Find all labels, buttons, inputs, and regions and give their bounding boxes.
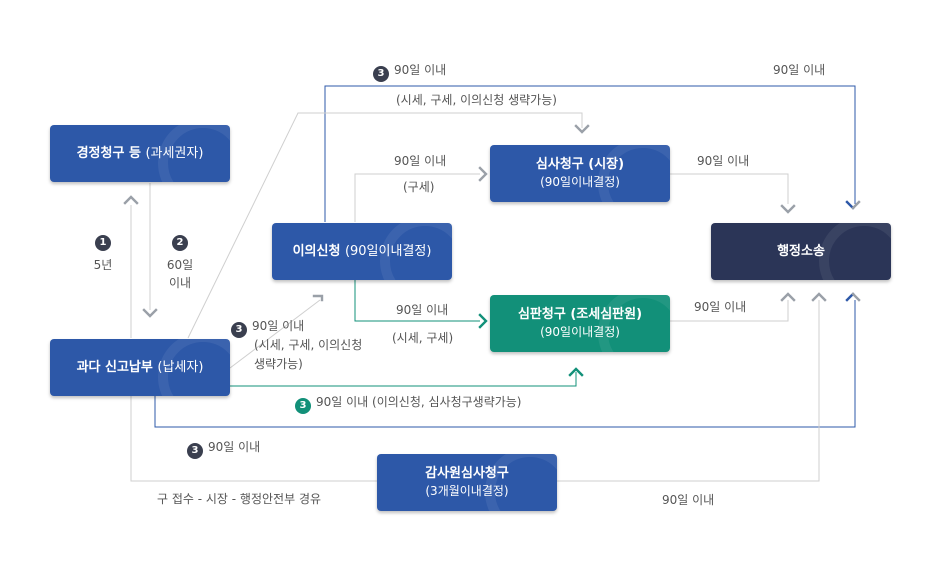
mid-badge: 3 — [231, 322, 247, 338]
step-2-text-2: 이내 — [168, 276, 192, 290]
arrow-head-lit-gray-3 — [780, 292, 796, 302]
objection-main: 이의신청 — [292, 243, 341, 259]
mid-days-text: 90일 이내 — [252, 319, 305, 333]
arrow-head-correction-up — [123, 195, 139, 205]
green-path-label: 3 90일 이내 (이의신청, 심사청구생략가능) — [295, 394, 522, 414]
arrow-head-lit-blue-2 — [845, 292, 855, 302]
underpaid-sub: (납세자) — [157, 359, 204, 375]
arrow-head-adjudication-up — [568, 367, 584, 377]
arrow-head-lit-gray-2 — [851, 200, 861, 210]
underpaid-box: 과다 신고납부 (납세자) — [50, 339, 230, 396]
top-days-label: 3 90일 이내 — [373, 62, 446, 82]
top-days-text: 90일 이내 — [394, 63, 447, 77]
line-objection-to-litigation-top — [324, 85, 856, 222]
step-1-badge: 1 — [95, 235, 111, 251]
arrow-head-lit-gray-4 — [811, 292, 827, 302]
objection-to-adjudication-days: 90일 이내 — [396, 303, 449, 317]
adjudication-to-litigation-days: 90일 이내 — [694, 300, 747, 314]
objection-to-review-days: 90일 이내 — [394, 154, 447, 168]
line-underpaid-to-audit — [130, 395, 378, 482]
line-underpaid-to-review-diagonal — [187, 112, 583, 339]
bottom-left-note: 구 접수 - 시장 - 행정안전부 경유 — [157, 492, 322, 506]
objection-sub: (90일이내결정) — [344, 243, 432, 259]
arrow-head-lit-gray-1 — [780, 204, 796, 214]
step-2-label: 2 60일 이내 — [163, 231, 197, 291]
objection-to-review-note: (구세) — [403, 180, 435, 194]
arrow-head-objection — [312, 294, 324, 302]
mid-days-label: 3 90일 이내 — [231, 318, 304, 338]
arrow-head-underpaid-down — [142, 308, 158, 318]
line-review-to-litigation — [670, 173, 789, 204]
arrow-head-review-left — [478, 166, 488, 182]
litigation-main: 행정소송 — [777, 243, 825, 259]
step-2-badge: 2 — [172, 235, 188, 251]
arrow-head-review-down — [574, 124, 590, 134]
adjudication-box: 심판청구 (조세심판원) (90일이내결정) — [490, 295, 670, 352]
mid-note-1: (시세, 구세, 이의신청 — [254, 338, 363, 352]
line-underpaid-to-litigation-bottom — [154, 300, 856, 428]
arrow-head-adjudication-left — [478, 313, 488, 329]
bottom-badge: 3 — [187, 443, 203, 459]
audit-box: 감사원심사청구 (3개월이내결정) — [377, 454, 557, 511]
bottom-days-label: 3 90일 이내 — [187, 439, 260, 459]
correction-sub: (과세권자) — [145, 145, 204, 161]
adjudication-main: 심판청구 (조세심판원) — [517, 307, 643, 322]
line-objection-to-review — [354, 173, 480, 222]
underpaid-main: 과다 신고납부 — [76, 359, 153, 375]
green-badge: 3 — [295, 398, 311, 414]
arrow-head-lit-gray-5 — [851, 292, 861, 302]
audit-to-litigation-days: 90일 이내 — [662, 493, 715, 507]
line-adjudication-to-litigation — [670, 300, 789, 322]
adjudication-sub: (90일이내결정) — [540, 325, 620, 339]
audit-sub: (3개월이내결정) — [425, 484, 509, 498]
review-to-litigation-days: 90일 이내 — [697, 154, 750, 168]
top-right-days-label: 90일 이내 — [773, 63, 826, 77]
step-2-text-1: 60일 — [166, 258, 194, 272]
objection-box: 이의신청 (90일이내결정) — [272, 223, 452, 280]
arrow-head-lit-blue-1 — [845, 200, 855, 210]
line-underpaid-to-objection — [229, 299, 321, 369]
step-1-text: 5년 — [93, 258, 113, 272]
top-note-label: (시세, 구세, 이의신청 생략가능) — [396, 93, 557, 107]
bottom-days-text: 90일 이내 — [208, 440, 261, 454]
line-underpaid-to-adjudication — [230, 372, 577, 387]
correction-main: 경정청구 등 — [76, 145, 141, 161]
review-box: 심사청구 (시장) (90일이내결정) — [490, 145, 670, 202]
green-path-text: 90일 이내 (이의신청, 심사청구생략가능) — [316, 395, 522, 409]
correction-box: 경정청구 등 (과세권자) — [50, 125, 230, 182]
line-objection-to-adjudication — [354, 280, 480, 322]
review-main: 심사청구 (시장) — [535, 157, 625, 172]
audit-main: 감사원심사청구 — [425, 466, 509, 481]
mid-note-2: 생략가능) — [254, 357, 303, 371]
step-3-badge: 3 — [373, 66, 389, 82]
litigation-box: 행정소송 — [711, 223, 891, 280]
review-sub: (90일이내결정) — [540, 175, 620, 189]
step-1-label: 1 5년 — [88, 231, 118, 273]
objection-to-adjudication-note: (시세, 구세) — [392, 331, 454, 345]
line-audit-to-litigation — [557, 300, 820, 482]
